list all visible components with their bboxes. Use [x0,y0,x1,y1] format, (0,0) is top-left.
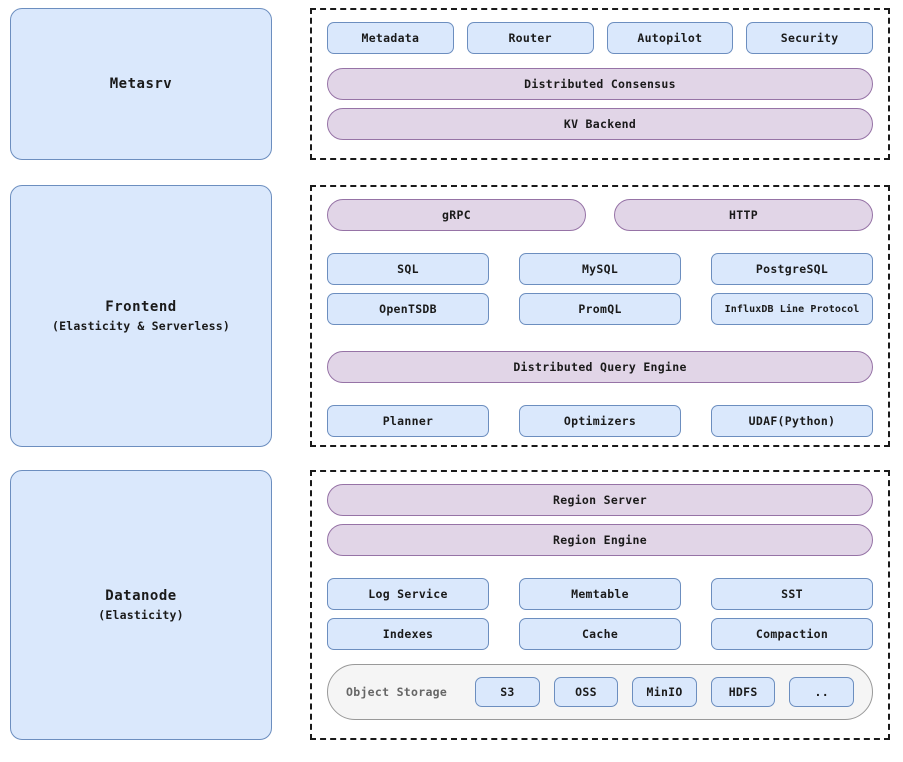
node-autopilot[interactable]: Autopilot [606,22,734,54]
row-frontend-protocols: gRPC HTTP [327,199,873,231]
spacer [327,516,873,524]
component-box-frontend[interactable]: Frontend (Elasticity & Serverless) [10,185,272,447]
row-frontend-query-languages-2: OpenTSDB PromQL InfluxDB Line Protocol [327,293,873,325]
node-sst[interactable]: SST [711,578,873,610]
row-distributed-query-engine: Distributed Query Engine [327,351,873,383]
panel-datanode: Region Server Region Engine Log Service … [310,470,890,740]
component-subtitle-datanode: (Elasticity) [98,607,184,622]
spacer [327,383,873,405]
object-storage-label: Object Storage [346,685,448,699]
node-opentsdb[interactable]: OpenTSDB [327,293,489,325]
component-box-datanode[interactable]: Datanode (Elasticity) [10,470,272,740]
row-distributed-consensus: Distributed Consensus [327,68,873,100]
row-kv-backend: KV Backend [327,108,873,140]
component-title-metasrv: Metasrv [109,75,173,92]
row-frontend-engine-parts: Planner Optimizers UDAF(Python) [327,405,873,437]
object-storage-group: Object Storage S3 OSS MinIO HDFS .. [327,664,873,720]
component-box-metasrv[interactable]: Metasrv [10,8,272,160]
node-log-service[interactable]: Log Service [327,578,489,610]
spacer [327,610,873,618]
spacer [327,100,873,108]
node-minio[interactable]: MinIO [632,677,697,707]
spacer [327,54,873,68]
row-region-server: Region Server [327,484,873,516]
node-planner[interactable]: Planner [327,405,489,437]
spacer [327,231,873,253]
node-distributed-consensus[interactable]: Distributed Consensus [327,68,873,100]
node-influxdb-line-protocol[interactable]: InfluxDB Line Protocol [711,293,873,325]
node-more-storage[interactable]: .. [789,677,855,707]
node-oss[interactable]: OSS [553,677,619,707]
node-s3[interactable]: S3 [475,677,540,707]
node-region-server[interactable]: Region Server [327,484,873,516]
panel-frontend: gRPC HTTP SQL MySQL PostgreSQL OpenTSDB … [310,185,890,447]
row-region-engine: Region Engine [327,524,873,556]
component-title-datanode: Datanode [105,587,177,604]
node-postgresql[interactable]: PostgreSQL [711,253,873,285]
node-security[interactable]: Security [746,22,873,54]
node-router[interactable]: Router [466,22,594,54]
node-compaction[interactable]: Compaction [711,618,873,650]
component-title-frontend: Frontend [105,298,177,315]
spacer [327,650,873,664]
row-datanode-storage-parts-2: Indexes Cache Compaction [327,618,873,650]
row-metasrv-services: Metadata Router Autopilot Security [327,22,873,54]
node-region-engine[interactable]: Region Engine [327,524,873,556]
node-indexes[interactable]: Indexes [327,618,489,650]
spacer [327,285,873,293]
node-mysql[interactable]: MySQL [519,253,681,285]
node-grpc[interactable]: gRPC [327,199,586,231]
node-kv-backend[interactable]: KV Backend [327,108,873,140]
spacer [327,556,873,578]
panel-metasrv: Metadata Router Autopilot Security Distr… [310,8,890,160]
node-promql[interactable]: PromQL [519,293,681,325]
spacer [327,325,873,351]
component-subtitle-frontend: (Elasticity & Serverless) [51,318,231,333]
node-distributed-query-engine[interactable]: Distributed Query Engine [327,351,873,383]
row-datanode-storage-parts-1: Log Service Memtable SST [327,578,873,610]
node-udaf-python[interactable]: UDAF(Python) [711,405,873,437]
row-frontend-query-languages-1: SQL MySQL PostgreSQL [327,253,873,285]
node-hdfs[interactable]: HDFS [710,677,776,707]
node-cache[interactable]: Cache [519,618,681,650]
node-metadata[interactable]: Metadata [327,22,454,54]
node-sql[interactable]: SQL [327,253,489,285]
node-memtable[interactable]: Memtable [519,578,681,610]
node-http[interactable]: HTTP [614,199,873,231]
node-optimizers[interactable]: Optimizers [519,405,681,437]
